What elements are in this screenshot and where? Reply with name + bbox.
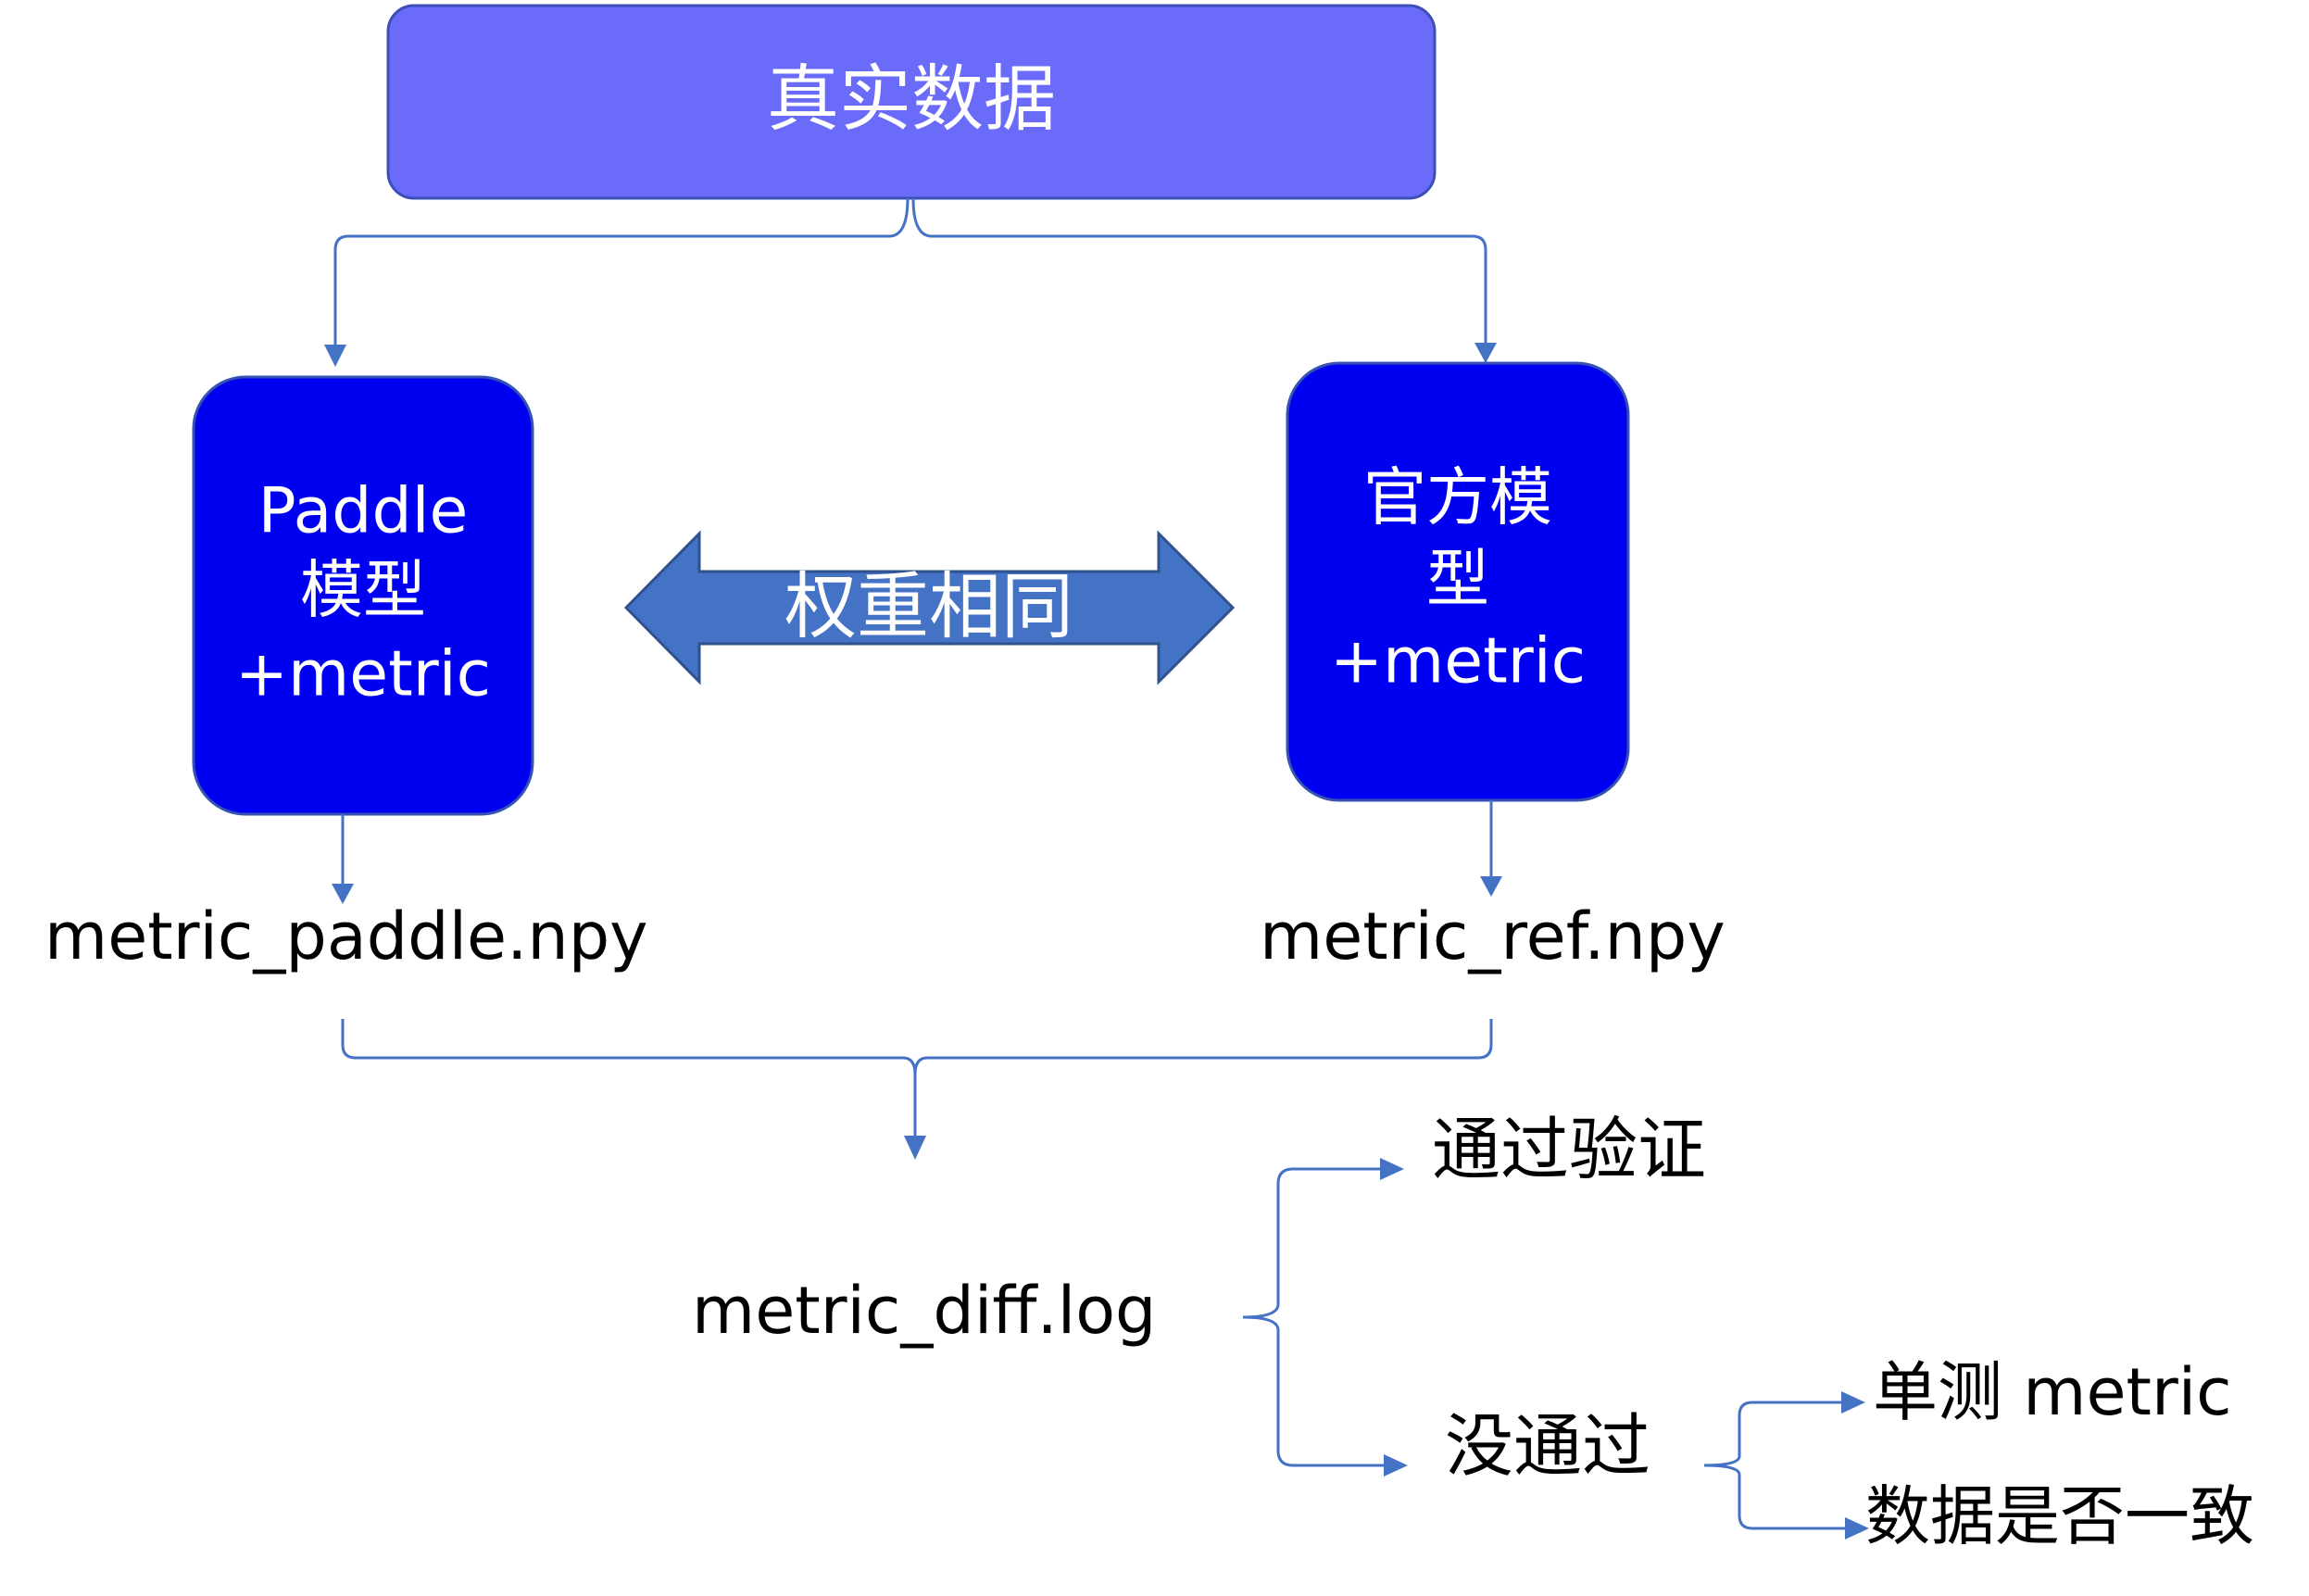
official-model-line-3: +metric [1330, 625, 1586, 698]
paddle-model-box-shape [192, 375, 534, 816]
official-model-box-shape [1286, 361, 1630, 802]
official-model-line-1: 官方模 [1363, 462, 1552, 535]
arrow-to-fail [1384, 1454, 1408, 1477]
arrow-to-official-model [1474, 343, 1497, 363]
same-weights-arrow: 权重相同 [623, 530, 1236, 685]
check-brace-path [1703, 1401, 1849, 1530]
paddle-model-line-1: Paddle [258, 475, 469, 548]
arrow-to-ref-file [1480, 876, 1502, 897]
paddle-model-line-2: 模型 [300, 555, 426, 628]
pass-result: 通过验证 [1432, 1111, 1706, 1190]
check-brace [1703, 1401, 1849, 1530]
fail-result: 没通过 [1445, 1407, 1650, 1487]
diff-log-file: metric_diff.log [692, 1273, 1156, 1349]
result-brace-path [1242, 1167, 1386, 1467]
arrow-to-data-consistency [1845, 1517, 1869, 1539]
top-split-connector [333, 197, 1487, 352]
official-model-line-2: 型 [1426, 544, 1489, 617]
arrow-to-paddle-model [324, 345, 346, 367]
paddle-output-file: metric_paddle.npy [44, 899, 648, 974]
unit-test-check: 单测 metric [1873, 1354, 2232, 1430]
data-consistency-check: 数据是否一致 [1865, 1478, 2254, 1554]
model-output-connectors [341, 800, 1493, 889]
same-weights-label: 权重相同 [784, 565, 1073, 648]
ref-output-file: metric_ref.npy [1260, 899, 1725, 974]
top-data-box-shape [386, 4, 1437, 200]
result-brace [1242, 1167, 1386, 1467]
arrow-to-pass [1380, 1158, 1404, 1180]
arrow-to-unit-test [1841, 1391, 1865, 1414]
merge-connector [341, 1019, 1493, 1141]
top-split-brace-right [911, 197, 1487, 350]
merge-bracket [341, 1019, 1493, 1075]
double-arrow-shape [623, 530, 1236, 685]
top-split-brace [333, 197, 910, 352]
official-model-box: 官方模 型 +metric [1286, 361, 1630, 802]
paddle-model-line-3: +metric [235, 638, 491, 711]
top-data-box-label: 真实数据 [767, 57, 1056, 141]
paddle-model-box: Paddle 模型 +metric [192, 375, 534, 816]
arrow-to-paddle-file [332, 884, 354, 904]
arrow-to-diff-log [904, 1136, 926, 1160]
top-data-box: 真实数据 [386, 4, 1437, 200]
